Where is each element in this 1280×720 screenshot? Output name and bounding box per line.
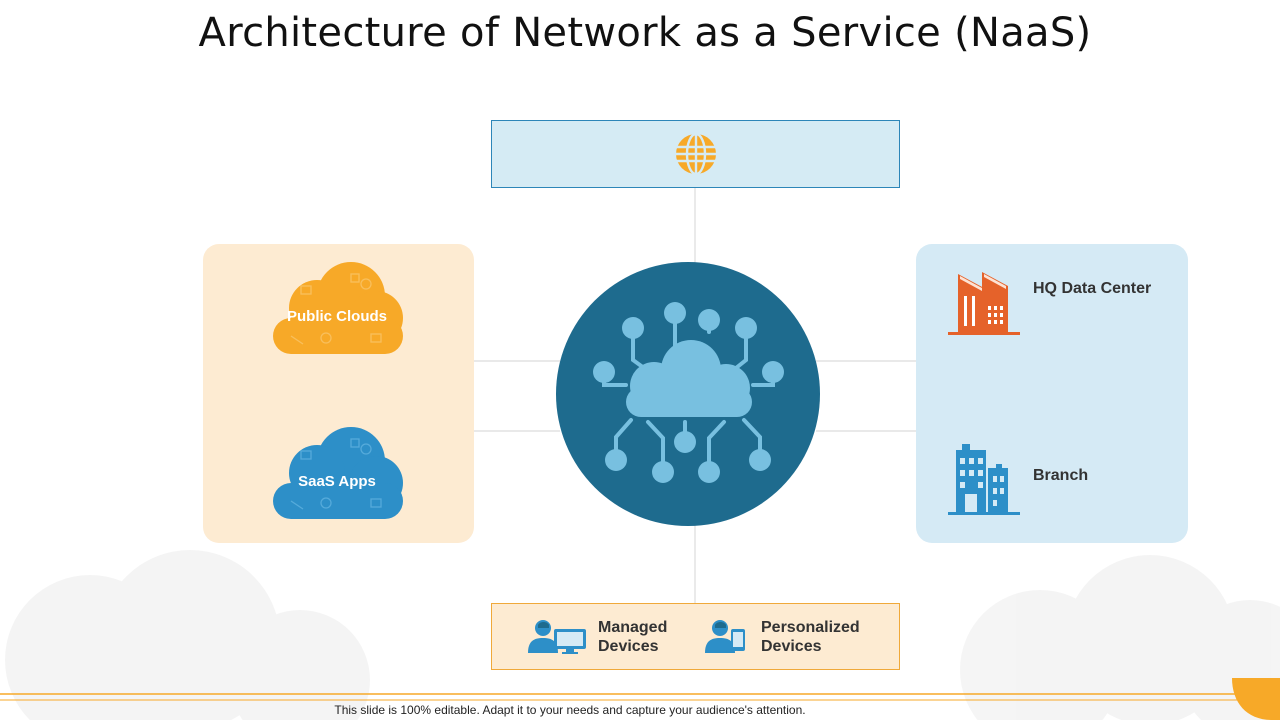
branch-label: Branch xyxy=(1033,467,1089,484)
corner-accent xyxy=(1232,678,1280,720)
user-desktop-icon xyxy=(528,620,586,654)
cloud-network-icon xyxy=(593,302,784,483)
managed-devices-node: Managed Devices xyxy=(526,618,708,656)
cloud-services-panel: Public Clouds SaaS Apps xyxy=(203,244,474,543)
managed-devices-line1: Managed xyxy=(598,619,668,636)
personalized-devices-line2: Devices xyxy=(761,638,822,655)
devices-box: Managed Devices Personalized Devices xyxy=(491,603,900,670)
office-building-icon xyxy=(948,444,1020,515)
personalized-devices-label: Personalized Devices xyxy=(761,618,881,656)
footer-note: This slide is 100% editable. Adapt it to… xyxy=(334,703,806,717)
globe-icon xyxy=(675,132,716,176)
saas-apps-node: SaaS Apps xyxy=(271,421,411,521)
hq-data-center-label: HQ Data Center xyxy=(1033,280,1152,297)
user-mobile-icon xyxy=(705,620,745,653)
cloud-icon xyxy=(273,427,403,519)
public-clouds-label: Public Clouds xyxy=(286,308,387,325)
sites-panel: HQ Data Center Branch xyxy=(916,244,1188,543)
managed-devices-label: Managed Devices xyxy=(598,618,708,656)
cloud-network-hub xyxy=(556,262,820,526)
internet-box xyxy=(491,120,900,188)
page-title: Architecture of Network as a Service (Na… xyxy=(198,10,1092,56)
branch-node: Branch xyxy=(948,442,1088,516)
saas-apps-label: SaaS Apps xyxy=(298,473,376,490)
cloud-icon xyxy=(273,262,403,354)
public-clouds-node: Public Clouds xyxy=(271,256,411,356)
managed-devices-line2: Devices xyxy=(598,638,659,655)
hq-data-center-node: HQ Data Center xyxy=(948,270,1151,336)
personalized-devices-line1: Personalized xyxy=(761,619,860,636)
factory-icon xyxy=(948,272,1020,335)
footer-divider xyxy=(0,693,1245,701)
personalized-devices-node: Personalized Devices xyxy=(703,618,881,656)
